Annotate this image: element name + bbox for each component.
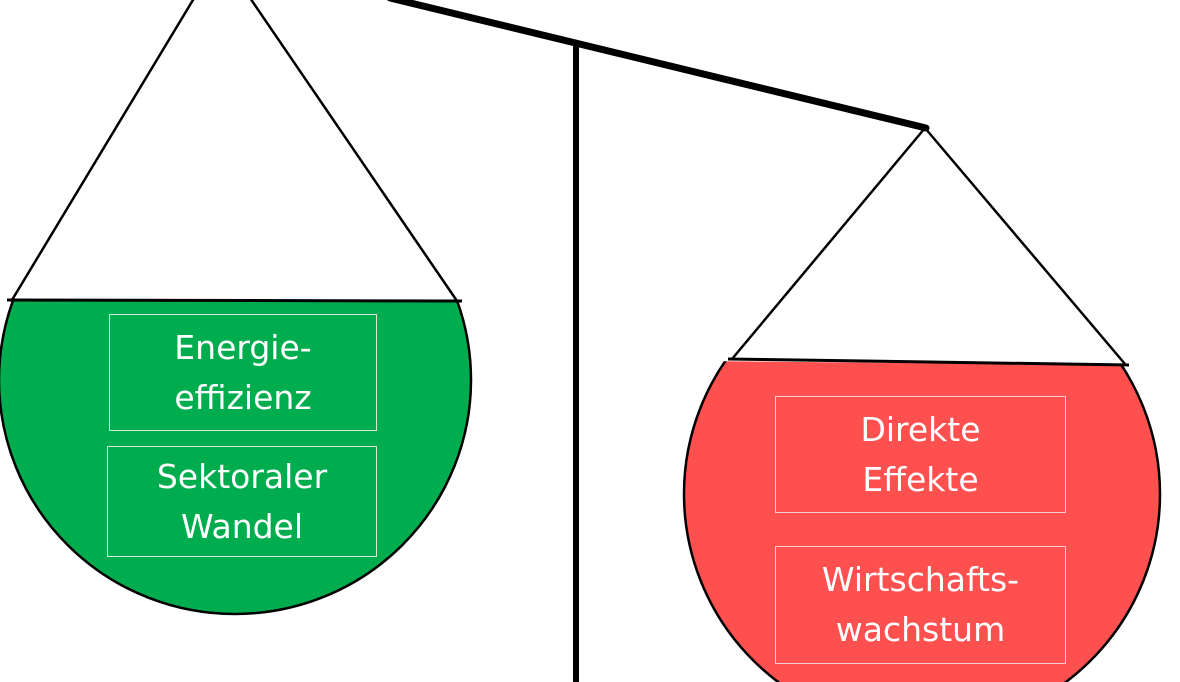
left-pan-string-right (249, 0, 459, 302)
right-pan-bowl (682, 360, 1162, 682)
right-pan-rim (727, 357, 1130, 367)
label-line: Effekte (862, 459, 979, 499)
label-line: Wandel (180, 506, 304, 546)
label-line: Energie- (174, 327, 312, 367)
label-line: wachstum (835, 610, 1006, 649)
right-pan-string-right (924, 127, 1126, 365)
label-line: Sektoraler (156, 456, 328, 496)
label-line: Wirtschafts- (821, 560, 1020, 599)
left-pan-bowl (0, 301, 473, 616)
label-sectoral-change: Sektoraler Wandel (107, 446, 377, 557)
label-energy-efficiency: Energie- effizienz (109, 314, 377, 431)
label-line: Direkte (860, 409, 981, 449)
left-pan-rim (6, 298, 463, 303)
label-line: effizienz (174, 377, 312, 417)
scale-beam (387, 0, 930, 132)
right-pan-string-left (731, 127, 926, 360)
left-pan-string-left (10, 0, 195, 301)
label-direct-effects: Direkte Effekte (775, 396, 1066, 513)
label-economic-growth: Wirtschafts- wachstum (775, 546, 1066, 664)
